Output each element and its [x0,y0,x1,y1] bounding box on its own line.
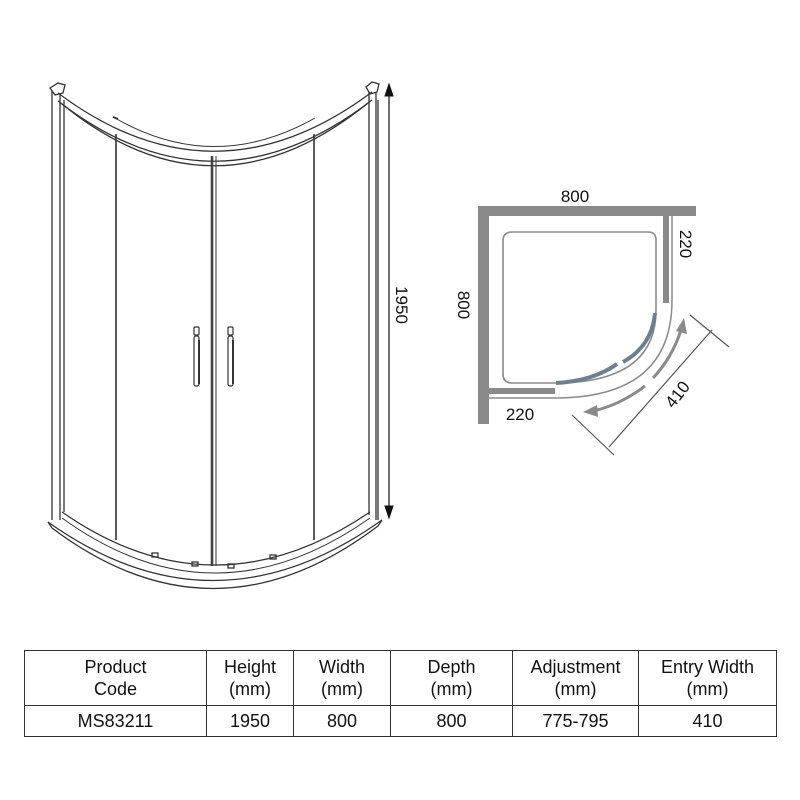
height-dimension-arrow [384,82,394,520]
shower-tray-outline [502,231,657,384]
fixed-panel-bottom [489,388,555,394]
cell-entry-width: 410 [638,705,777,737]
door-handle-left [193,326,200,387]
plan-drawing: 800 800 220 220 410 [454,187,730,456]
header-product-code: Product Code [24,650,207,706]
sliding-door-arc [621,312,657,364]
fixed-panel-right [663,216,669,303]
plan-width-label: 800 [561,187,589,206]
door-handle-right [227,326,234,387]
bottom-panel-label: 220 [506,405,534,424]
elevation-drawing: 1950 [47,81,411,590]
header-height: Height (mm) [206,650,294,706]
plan-depth-label: 800 [454,291,473,319]
cell-adjustment: 775-795 [512,705,639,737]
height-dimension-label: 1950 [392,286,411,324]
entry-width-dimension-line [571,314,730,456]
cell-width: 800 [293,705,391,737]
right-panel-label: 220 [676,230,695,258]
header-width: Width (mm) [293,650,391,706]
cell-height: 1950 [206,705,294,737]
table-row: MS83211 1950 800 800 775-795 410 [24,705,777,737]
entry-arrow [592,329,683,413]
cell-depth: 800 [390,705,513,737]
header-entry-width: Entry Width (mm) [638,650,777,706]
cell-product-code: MS83211 [24,705,207,737]
spec-table: Product Code Height (mm) Width (mm) Dept… [24,650,777,737]
header-adjustment: Adjustment (mm) [512,650,639,706]
header-depth: Depth (mm) [390,650,513,706]
table-header-row: Product Code Height (mm) Width (mm) Dept… [24,650,777,706]
wall [478,206,696,424]
